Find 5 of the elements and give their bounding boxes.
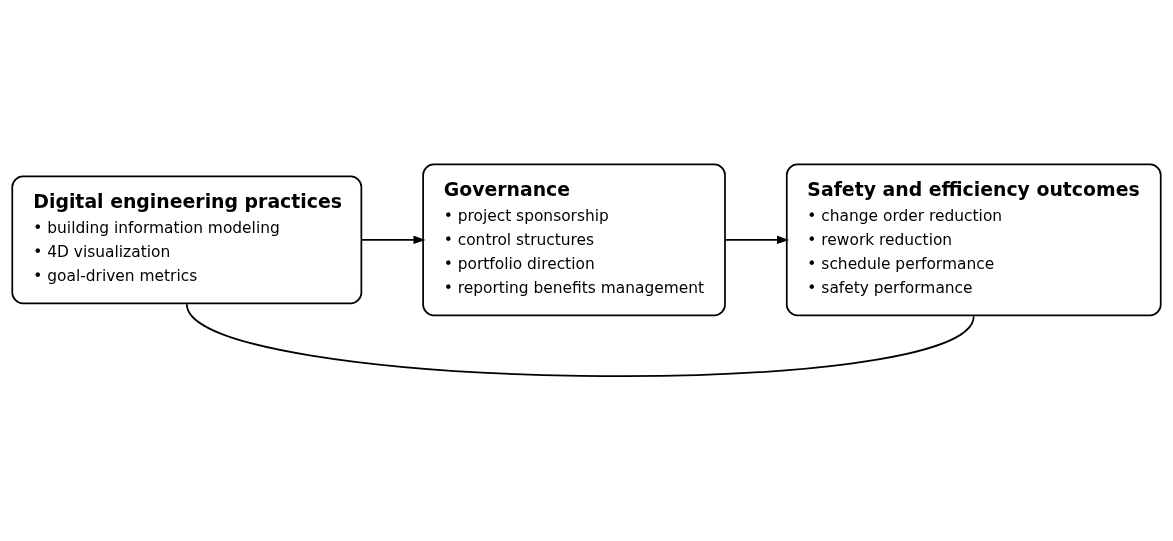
arrow — [360, 235, 426, 245]
node-box: Safety and efficiency outcomes • change order reduction • rework reduction • schedule performance • safety performance — [785, 163, 1162, 317]
node-box: Governance • project sponsorship • control structures • portfolio direction • reporting benefits management — [422, 163, 726, 317]
arrow — [724, 235, 790, 245]
node-box: Digital engineering practices • building information modeling • 4D visualization • goal-driven metrics — [11, 175, 363, 305]
